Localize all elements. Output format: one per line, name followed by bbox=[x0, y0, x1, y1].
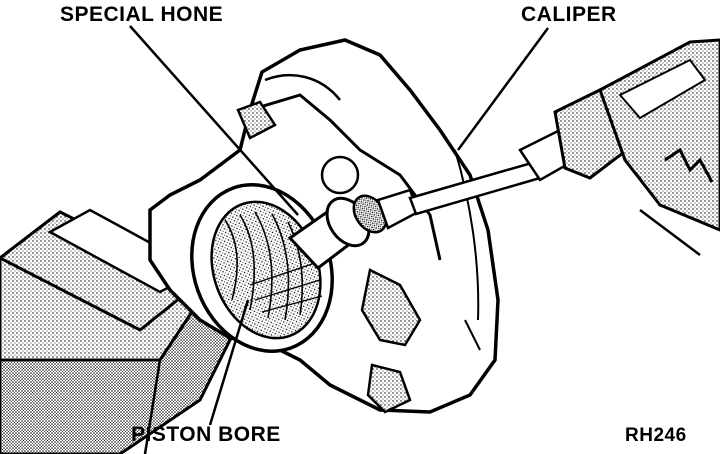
leader-lines bbox=[129, 25, 550, 426]
vise-jaw bbox=[0, 208, 232, 454]
caliper-label: CALIPER bbox=[521, 3, 617, 26]
special-hone-label: SPECIAL HONE bbox=[60, 3, 224, 26]
electric-drill bbox=[518, 38, 720, 256]
piston-bore-label: PISTON BORE bbox=[131, 423, 281, 446]
figure-id-label: RH246 bbox=[625, 425, 687, 446]
special-hone bbox=[287, 160, 542, 271]
